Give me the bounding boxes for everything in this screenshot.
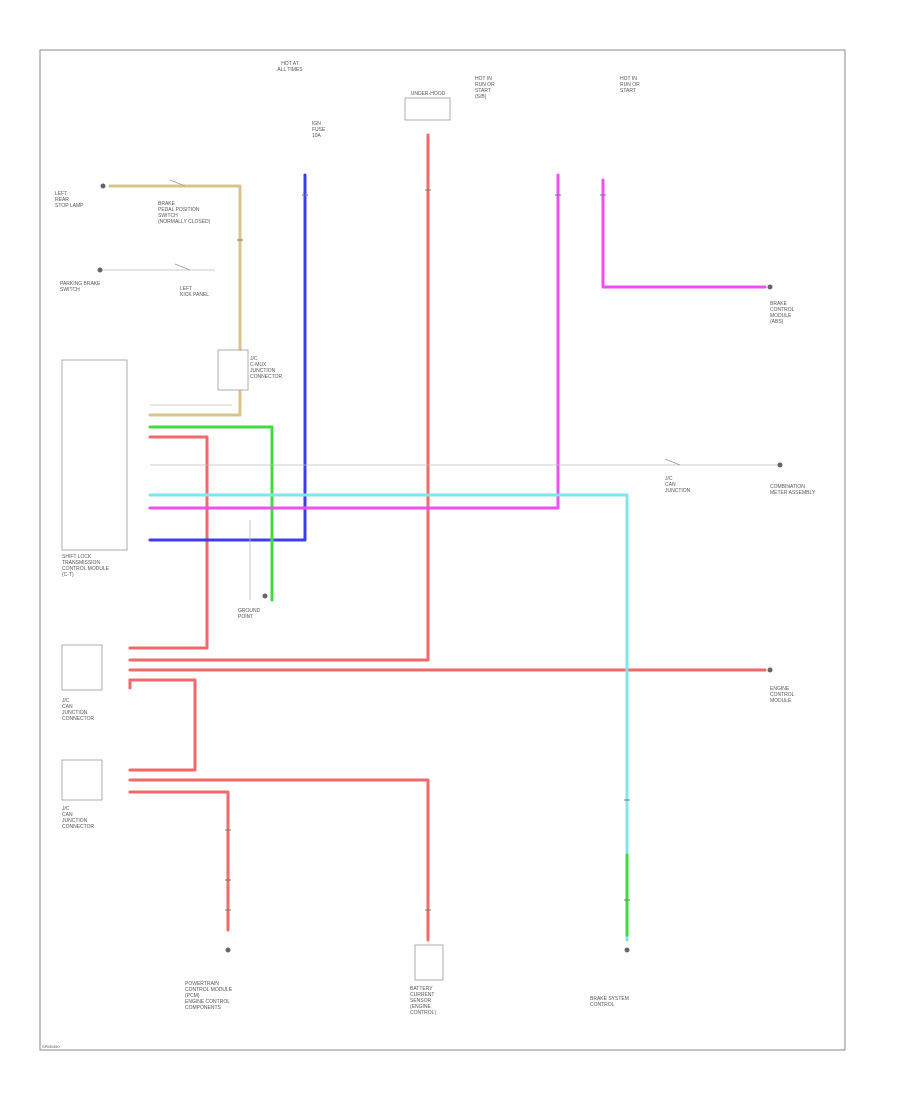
wire-green <box>148 425 274 602</box>
wire-red-main <box>128 133 430 662</box>
wire-blue <box>148 173 307 542</box>
jc-lower <box>61 759 103 801</box>
connector-marks <box>225 189 630 911</box>
battery-sensor-box <box>414 944 444 981</box>
wire-red-tcm <box>128 435 209 650</box>
jc-upper <box>61 644 103 691</box>
wire-tan <box>108 184 242 417</box>
wire-red-bottom-mid <box>128 778 430 942</box>
junction-connector <box>217 349 249 391</box>
ground-icon <box>97 183 783 953</box>
wire-cyan <box>148 493 629 942</box>
underhood-label: UNDER-HOOD <box>411 91 446 97</box>
diagram-code: SPM0450 <box>42 1044 60 1049</box>
switch-icon <box>169 179 681 466</box>
tcm-module <box>61 359 128 551</box>
wire-red-bottom-left <box>128 790 230 932</box>
wire-magenta-left <box>148 173 560 510</box>
wire-magenta-right <box>601 178 767 289</box>
underhood-fuse-box <box>404 97 451 121</box>
diagram-frame <box>39 49 846 1051</box>
wire-red-jc1 <box>128 678 197 772</box>
